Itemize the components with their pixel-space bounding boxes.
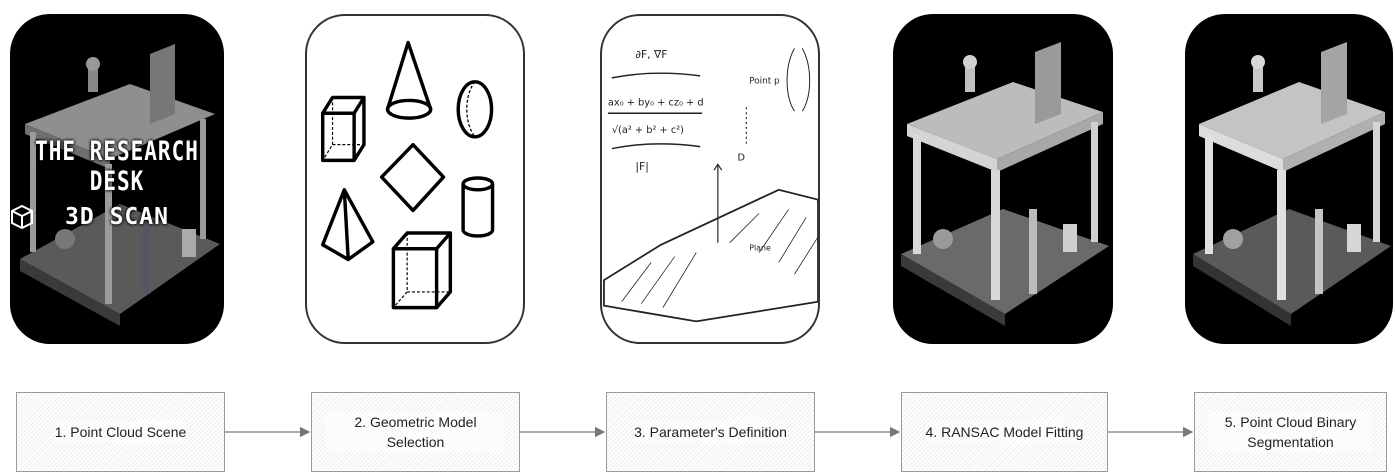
ransac-scan-illustration (901, 42, 1109, 326)
cuboid-shape (320, 95, 366, 163)
sketch-denominator-text: √(a² + b² + c²) (612, 125, 684, 136)
sketch-d-label: D (737, 152, 745, 163)
sketch-abs-text: |F| (635, 160, 649, 173)
step-3-label: 3. Parameter's Definition (634, 422, 787, 442)
geometric-shapes-illustration (320, 40, 495, 310)
parameter-sketch-illustration: ∂F, ∇F ax₀ + by₀ + cz₀ + d √(a² + b² + c… (603, 48, 818, 323)
sketch-plane-note: Plane (749, 244, 771, 253)
segmentation-scan-illustration (1193, 42, 1391, 326)
pyramid-shape (320, 188, 375, 262)
step-4-label: 4. RANSAC Model Fitting (925, 422, 1084, 442)
step-1-box: 1. Point Cloud Scene (16, 392, 225, 472)
panel-ransac-fitting (893, 14, 1113, 344)
step-4-box: 4. RANSAC Model Fitting (901, 392, 1108, 472)
scan-overlay-subtitle-row: 3D SCAN (10, 204, 224, 230)
step-1-label: 1. Point Cloud Scene (54, 422, 187, 442)
step-2-label: 2. Geometric Model Selection (326, 412, 505, 452)
panel-parameter-sketch: ∂F, ∇F ax₀ + by₀ + cz₀ + d √(a² + b² + c… (600, 14, 820, 344)
scan-overlay-title: THE RESEARCH DESK (35, 136, 199, 196)
step-5-box: 5. Point Cloud Binary Segmentation (1194, 392, 1387, 472)
cylinder-shape (461, 176, 495, 238)
sketch-gradient-text: ∂F, ∇F (635, 48, 667, 61)
cube-icon (11, 204, 33, 230)
step-5-label: 5. Point Cloud Binary Segmentation (1209, 412, 1372, 452)
sketch-point-label: Point p (749, 77, 780, 87)
cone-shape (385, 40, 433, 120)
scan-overlay-subtitle: 3D SCAN (65, 204, 169, 230)
prism-shape (391, 231, 453, 310)
desk-scan-illustration (20, 44, 220, 326)
panel-point-cloud-scene: THE RESEARCH DESK 3D SCAN (10, 14, 224, 344)
sphere-shape (456, 80, 494, 139)
step-3-box: 3. Parameter's Definition (606, 392, 815, 472)
sketch-numerator-text: ax₀ + by₀ + cz₀ + d (608, 97, 704, 108)
step-2-box: 2. Geometric Model Selection (311, 392, 520, 472)
panel-geometric-models (305, 14, 525, 344)
panel-binary-segmentation (1185, 14, 1393, 344)
diamond-shape (379, 142, 446, 213)
